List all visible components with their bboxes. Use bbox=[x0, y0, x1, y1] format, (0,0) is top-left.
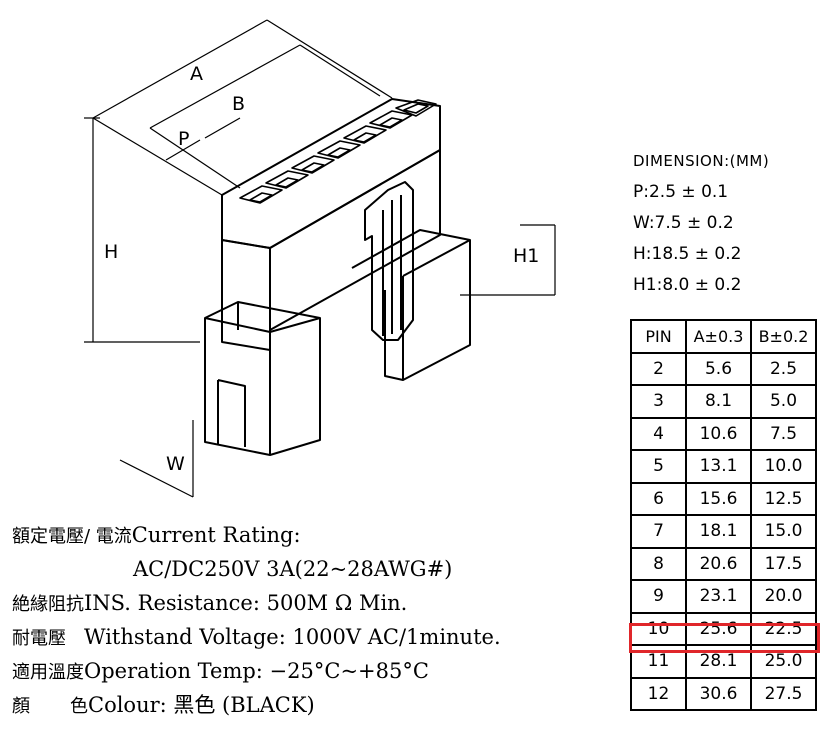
dimension-w: W:7.5 ± 0.2 bbox=[633, 213, 734, 233]
pin-cell: 3 bbox=[630, 384, 687, 419]
b-cell: 27.5 bbox=[750, 676, 817, 711]
dim-label-w: W bbox=[166, 453, 185, 475]
lower-housing-right bbox=[351, 229, 471, 381]
b-cell: 17.5 bbox=[750, 546, 817, 581]
b-cell: 12.5 bbox=[750, 481, 817, 516]
pin-cavities bbox=[239, 99, 437, 204]
dim-label-a: A bbox=[190, 63, 203, 85]
header-a: A±0.3 bbox=[685, 319, 752, 354]
spec-withstand-voltage: 耐電壓 Withstand Voltage: 1000V AC/1minute. bbox=[12, 620, 501, 654]
connector-top-face bbox=[221, 98, 441, 249]
dimension-block: DIMENSION:(MM) P:2.5 ± 0.1 W:7.5 ± 0.2 H… bbox=[633, 146, 769, 301]
pin-cell: 8 bbox=[630, 546, 687, 581]
connector-drawing: A B P H H1 W bbox=[84, 19, 556, 498]
a-cell: 18.1 bbox=[685, 514, 752, 549]
withstand-en: Withstand Voltage: 1000V AC/1minute. bbox=[84, 625, 501, 649]
pin-cell: 2 bbox=[630, 351, 687, 386]
colour-en: Colour: 黑色 (BLACK) bbox=[88, 693, 315, 717]
connector-front-face bbox=[221, 239, 271, 351]
b-cell: 15.0 bbox=[750, 514, 817, 549]
pin-cell: 12 bbox=[630, 676, 687, 711]
b-cell: 22.5 bbox=[750, 611, 817, 646]
dim-label-p: P bbox=[178, 128, 189, 150]
colour-zh-2: 色 bbox=[70, 696, 88, 717]
pin-cell: 5 bbox=[630, 449, 687, 484]
spec-operation-temp: 適用溫度Operation Temp: −25°C~+85°C bbox=[12, 654, 501, 688]
pin-cell: 10 bbox=[630, 611, 687, 646]
table-header-row: PIN A±0.3 B±0.2 bbox=[630, 319, 817, 354]
dimension-h: H:18.5 ± 0.2 bbox=[633, 244, 742, 264]
b-cell: 25.0 bbox=[750, 644, 817, 679]
spec-current-value: AC/DC250V 3A(22~28AWG#) bbox=[12, 552, 501, 586]
colour-zh: 顏 bbox=[12, 696, 30, 717]
a-cell: 8.1 bbox=[685, 384, 752, 419]
b-cell: 2.5 bbox=[750, 351, 817, 386]
b-cell: 7.5 bbox=[750, 416, 817, 451]
a-cell: 13.1 bbox=[685, 449, 752, 484]
b-cell: 20.0 bbox=[750, 579, 817, 614]
spec-current-rating: 額定電壓/ 電流Current Rating: bbox=[12, 518, 501, 552]
a-cell: 5.6 bbox=[685, 351, 752, 386]
temp-zh: 適用溫度 bbox=[12, 662, 84, 683]
b-cell: 10.0 bbox=[750, 449, 817, 484]
header-pin: PIN bbox=[630, 319, 687, 354]
pin-cell: 9 bbox=[630, 579, 687, 614]
pin-cell: 11 bbox=[630, 644, 687, 679]
pin-cell: 7 bbox=[630, 514, 687, 549]
a-cell: 28.1 bbox=[685, 644, 752, 679]
latch bbox=[364, 181, 414, 341]
pin-cell: 4 bbox=[630, 416, 687, 451]
a-cell: 30.6 bbox=[685, 676, 752, 711]
a-cell: 20.6 bbox=[685, 546, 752, 581]
ins-resistance-zh: 絶緣阻抗 bbox=[12, 594, 84, 615]
current-rating-en: Current Rating: bbox=[131, 523, 301, 547]
a-cell: 25.6 bbox=[685, 611, 752, 646]
spec-ins-resistance: 絶緣阻抗INS. Resistance: 500M Ω Min. bbox=[12, 586, 501, 620]
current-rating-zh: 額定電壓/ 電流 bbox=[12, 526, 132, 547]
a-cell: 15.6 bbox=[685, 481, 752, 516]
ins-resistance-en: INS. Resistance: 500M Ω Min. bbox=[84, 591, 408, 615]
dim-label-h: H bbox=[104, 241, 118, 263]
temp-en: Operation Temp: −25°C~+85°C bbox=[84, 659, 429, 683]
b-cell: 5.0 bbox=[750, 384, 817, 419]
pin-cell: 6 bbox=[630, 481, 687, 516]
specifications: 額定電壓/ 電流Current Rating: AC/DC250V 3A(22~… bbox=[12, 518, 501, 722]
header-b: B±0.2 bbox=[750, 319, 817, 354]
dimension-title: DIMENSION:(MM) bbox=[633, 152, 770, 170]
dim-label-b: B bbox=[232, 93, 245, 115]
connector-side-face bbox=[269, 149, 441, 331]
withstand-zh: 耐電壓 bbox=[12, 628, 66, 649]
dim-label-h1: H1 bbox=[513, 245, 539, 267]
a-cell: 23.1 bbox=[685, 579, 752, 614]
spec-colour: 顏 色Colour: 黑色 (BLACK) bbox=[12, 688, 501, 722]
dimension-p: P:2.5 ± 0.1 bbox=[633, 182, 729, 202]
current-rating-value: AC/DC250V 3A(22~28AWG#) bbox=[133, 557, 453, 581]
a-cell: 10.6 bbox=[685, 416, 752, 451]
dimension-h1: H1:8.0 ± 0.2 bbox=[633, 275, 742, 295]
